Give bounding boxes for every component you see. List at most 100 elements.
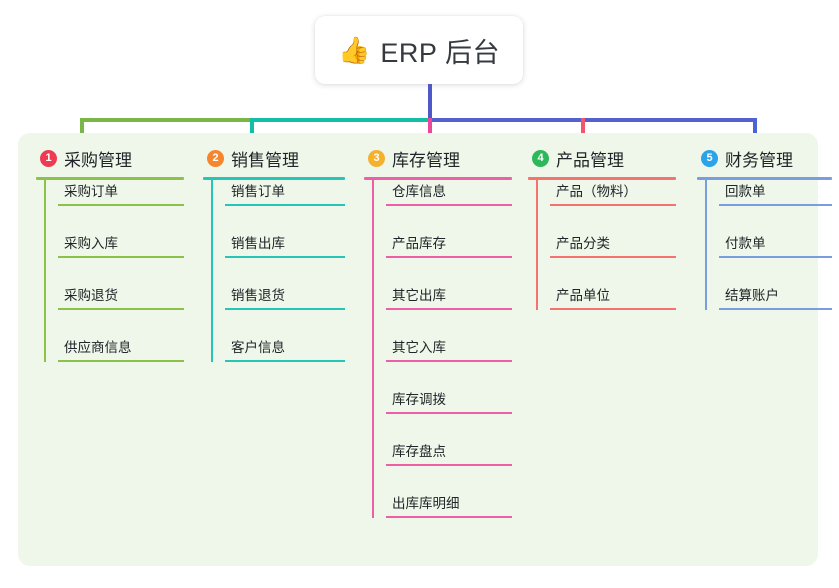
module-title-purchasing: 采购管理 xyxy=(64,150,132,170)
item-underline xyxy=(386,256,512,258)
module-badge-4: 4 xyxy=(532,149,549,167)
items-spine xyxy=(372,180,374,518)
list-item[interactable]: 销售出库 xyxy=(225,232,345,258)
list-item[interactable]: 采购入库 xyxy=(58,232,184,258)
item-label: 采购入库 xyxy=(64,236,118,251)
root-node-title: ERP 后台 xyxy=(380,37,500,68)
item-label: 产品库存 xyxy=(392,236,446,251)
item-label: 采购订单 xyxy=(64,184,118,199)
module-badge-1: 1 xyxy=(40,149,57,167)
item-underline xyxy=(386,516,512,518)
item-underline xyxy=(225,308,345,310)
module-header-product[interactable]: 4 产品管理 xyxy=(528,145,676,171)
item-underline xyxy=(58,360,184,362)
list-item[interactable]: 其它入库 xyxy=(386,336,512,362)
module-badge-5: 5 xyxy=(701,149,718,167)
list-item[interactable]: 结算账户 xyxy=(719,284,832,310)
item-underline xyxy=(386,308,512,310)
items-spine xyxy=(44,180,46,362)
list-item[interactable]: 库存盘点 xyxy=(386,440,512,466)
item-label: 产品单位 xyxy=(556,288,610,303)
list-item[interactable]: 出库库明细 xyxy=(386,492,512,518)
item-label: 库存调拨 xyxy=(392,392,446,407)
thumbs-up-emoji: 👍 xyxy=(338,35,371,65)
item-label: 付款单 xyxy=(725,236,766,251)
item-label: 产品分类 xyxy=(556,236,610,251)
item-label: 回款单 xyxy=(725,184,766,199)
module-items-sales: 销售订单 销售出库 销售退货 客户信息 xyxy=(203,180,345,362)
item-underline xyxy=(550,204,676,206)
item-underline xyxy=(58,204,184,206)
module-column-purchasing: 1 采购管理 采购订单 采购入库 采购退货 供应商信息 xyxy=(36,145,184,362)
list-item[interactable]: 供应商信息 xyxy=(58,336,184,362)
item-label: 产品（物料） xyxy=(556,184,637,199)
item-underline xyxy=(225,204,345,206)
list-item[interactable]: 仓库信息 xyxy=(386,180,512,206)
item-label: 销售出库 xyxy=(231,236,285,251)
module-underline-product xyxy=(528,177,676,180)
list-item[interactable]: 产品（物料） xyxy=(550,180,676,206)
item-underline xyxy=(58,256,184,258)
module-column-finance: 5 财务管理 回款单 付款单 结算账户 xyxy=(697,145,832,310)
module-underline-purchasing xyxy=(36,177,184,180)
module-title-product: 产品管理 xyxy=(556,150,624,170)
root-node[interactable]: 👍 ERP 后台 xyxy=(315,16,523,84)
branch-bar-teal xyxy=(250,118,430,122)
items-spine xyxy=(705,180,707,310)
module-column-inventory: 3 库存管理 仓库信息 产品库存 其它出库 其它入库 库存调拨 xyxy=(364,145,512,518)
module-items-purchasing: 采购订单 采购入库 采购退货 供应商信息 xyxy=(36,180,184,362)
module-title-finance: 财务管理 xyxy=(725,150,793,170)
item-underline xyxy=(386,360,512,362)
item-underline xyxy=(719,256,832,258)
item-underline xyxy=(386,204,512,206)
module-badge-2: 2 xyxy=(207,149,224,167)
module-header-sales[interactable]: 2 销售管理 xyxy=(203,145,345,171)
module-title-inventory: 库存管理 xyxy=(392,150,460,170)
items-spine xyxy=(211,180,213,362)
module-items-product: 产品（物料） 产品分类 产品单位 xyxy=(528,180,676,310)
list-item[interactable]: 付款单 xyxy=(719,232,832,258)
module-column-product: 4 产品管理 产品（物料） 产品分类 产品单位 xyxy=(528,145,676,310)
items-spine xyxy=(536,180,538,310)
module-column-sales: 2 销售管理 销售订单 销售出库 销售退货 客户信息 xyxy=(203,145,345,362)
module-underline-sales xyxy=(203,177,345,180)
list-item[interactable]: 产品库存 xyxy=(386,232,512,258)
item-label: 库存盘点 xyxy=(392,444,446,459)
list-item[interactable]: 产品分类 xyxy=(550,232,676,258)
list-item[interactable]: 客户信息 xyxy=(225,336,345,362)
branch-bar-blue xyxy=(428,118,757,122)
item-label: 出库库明细 xyxy=(392,496,460,511)
module-header-purchasing[interactable]: 1 采购管理 xyxy=(36,145,184,171)
item-label: 采购退货 xyxy=(64,288,118,303)
item-label: 结算账户 xyxy=(725,288,779,303)
list-item[interactable]: 销售订单 xyxy=(225,180,345,206)
item-label: 销售订单 xyxy=(231,184,285,199)
branch-bar-green xyxy=(80,118,252,122)
item-underline xyxy=(719,308,832,310)
item-label: 销售退货 xyxy=(231,288,285,303)
item-underline xyxy=(386,412,512,414)
item-label: 客户信息 xyxy=(231,340,285,355)
list-item[interactable]: 其它出库 xyxy=(386,284,512,310)
list-item[interactable]: 销售退货 xyxy=(225,284,345,310)
item-underline xyxy=(225,360,345,362)
item-underline xyxy=(225,256,345,258)
module-header-inventory[interactable]: 3 库存管理 xyxy=(364,145,512,171)
list-item[interactable]: 采购订单 xyxy=(58,180,184,206)
list-item[interactable]: 回款单 xyxy=(719,180,832,206)
item-underline xyxy=(550,308,676,310)
module-title-sales: 销售管理 xyxy=(231,150,299,170)
item-underline xyxy=(719,204,832,206)
module-badge-3: 3 xyxy=(368,149,385,167)
item-label: 仓库信息 xyxy=(392,184,446,199)
module-underline-inventory xyxy=(364,177,512,180)
item-label: 供应商信息 xyxy=(64,340,132,355)
list-item[interactable]: 采购退货 xyxy=(58,284,184,310)
root-stem-connector xyxy=(428,84,432,119)
item-underline xyxy=(386,464,512,466)
list-item[interactable]: 库存调拨 xyxy=(386,388,512,414)
item-underline xyxy=(58,308,184,310)
module-header-finance[interactable]: 5 财务管理 xyxy=(697,145,832,171)
list-item[interactable]: 产品单位 xyxy=(550,284,676,310)
